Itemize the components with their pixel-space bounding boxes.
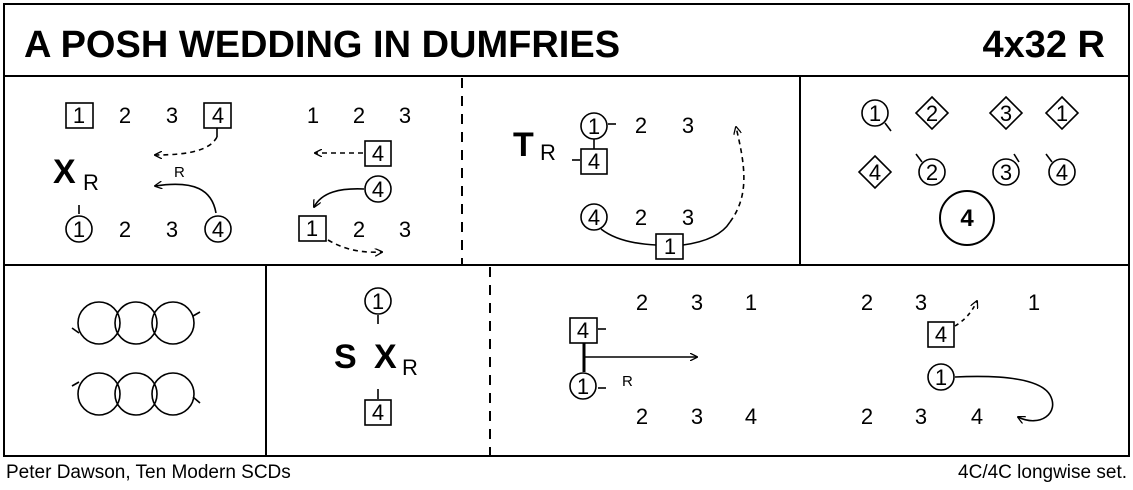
dancer-3-man: 3 [166, 103, 178, 128]
panel-set-cross-right: 1 S X R 4 [334, 287, 418, 426]
dancer-4-man: 4 [212, 103, 224, 128]
p8-top-1: 1 [1028, 290, 1040, 315]
p4-lady-2: 2 [926, 160, 938, 185]
p7-lady-1: 1 [577, 374, 589, 399]
p7-bot-2: 2 [636, 404, 648, 429]
p4-man-4: 4 [869, 160, 881, 185]
p7-right-indicator: R [622, 373, 633, 390]
footer-source: Peter Dawson, Ten Modern SCDs [6, 462, 291, 483]
p3-top-2: 2 [635, 113, 647, 138]
footer-set-type: 4C/4C longwise set. [958, 462, 1127, 483]
p2-bot-3: 3 [399, 217, 411, 242]
bars-count: 4 [960, 205, 974, 232]
panel-cross-down: 2 3 1 4 1 R 2 3 4 [569, 290, 757, 429]
p3-bot-3: 3 [682, 205, 694, 230]
p2-bot-2: 2 [353, 217, 365, 242]
dancer-4-lady: 4 [212, 217, 224, 242]
panel-cross-right: 1 2 3 4 X R R 1 2 3 4 [53, 102, 232, 243]
p7-top-3: 3 [691, 290, 703, 315]
panel-turn-right: T R 1 2 3 4 4 2 3 1 [513, 112, 745, 260]
set-label: S [334, 338, 357, 376]
p3-man-1: 1 [664, 234, 676, 259]
cross-right-label: X [53, 153, 76, 191]
p8-lady-1: 1 [935, 365, 947, 390]
p8-top-3: 3 [915, 290, 927, 315]
dancer-3-lady: 3 [166, 217, 178, 242]
panel-reels [71, 301, 201, 416]
dancer-1-man: 1 [73, 103, 85, 128]
panel-final: 2 3 1 4 1 2 3 4 [861, 290, 1054, 429]
dance-type: 4x32 R [982, 24, 1105, 66]
p4-lady-3: 3 [1000, 160, 1012, 185]
p7-top-2: 2 [636, 290, 648, 315]
p2-man-4: 4 [372, 141, 384, 166]
p2-top-1: 1 [307, 103, 319, 128]
p8-man-4: 4 [935, 322, 947, 347]
p2-man-1: 1 [306, 216, 318, 241]
p2-top-2: 2 [353, 103, 365, 128]
dance-title: A POSH WEDDING IN DUMFRIES [24, 24, 620, 66]
p7-bot-3: 3 [691, 404, 703, 429]
dancer-2-lady: 2 [119, 217, 131, 242]
cross-right-sub: R [83, 170, 99, 195]
p2-top-3: 3 [399, 103, 411, 128]
p3-bot-2: 2 [635, 205, 647, 230]
p8-bot-2: 2 [861, 404, 873, 429]
p3-lady-1: 1 [588, 114, 600, 139]
p8-top-2: 2 [861, 290, 873, 315]
frame [3, 3, 1130, 457]
dancer-2-man: 2 [119, 103, 131, 128]
turn-right-label: T [513, 126, 534, 164]
p8-bot-4: 4 [971, 404, 983, 429]
p6-man-4: 4 [372, 400, 384, 425]
panel-set: 1 2 3 1 4 2 3 4 4 [857, 95, 1080, 246]
panel-after-cross: 1 2 3 4 4 1 2 3 [298, 103, 411, 252]
p6-lady-1: 1 [372, 289, 384, 314]
p3-top-3: 3 [682, 113, 694, 138]
p4-man-2: 2 [926, 101, 938, 126]
set-cross-label: X [374, 338, 397, 376]
p2-lady-4: 4 [372, 177, 384, 202]
p7-man-4: 4 [577, 318, 589, 343]
p4-man-3: 3 [1000, 101, 1012, 126]
p4-man-1: 1 [1056, 101, 1068, 126]
turn-right-sub: R [540, 140, 556, 165]
p3-man-4: 4 [588, 149, 600, 174]
p4-lady-1: 1 [869, 101, 881, 126]
p7-bot-4: 4 [745, 404, 757, 429]
set-cross-sub: R [402, 355, 418, 380]
right-indicator: R [174, 164, 185, 181]
p4-lady-4: 4 [1056, 160, 1068, 185]
dashed-dividers [461, 78, 491, 455]
p7-top-1: 1 [745, 290, 757, 315]
p3-lady-4: 4 [588, 205, 600, 230]
dancer-1-lady: 1 [73, 217, 85, 242]
p8-bot-3: 3 [915, 404, 927, 429]
